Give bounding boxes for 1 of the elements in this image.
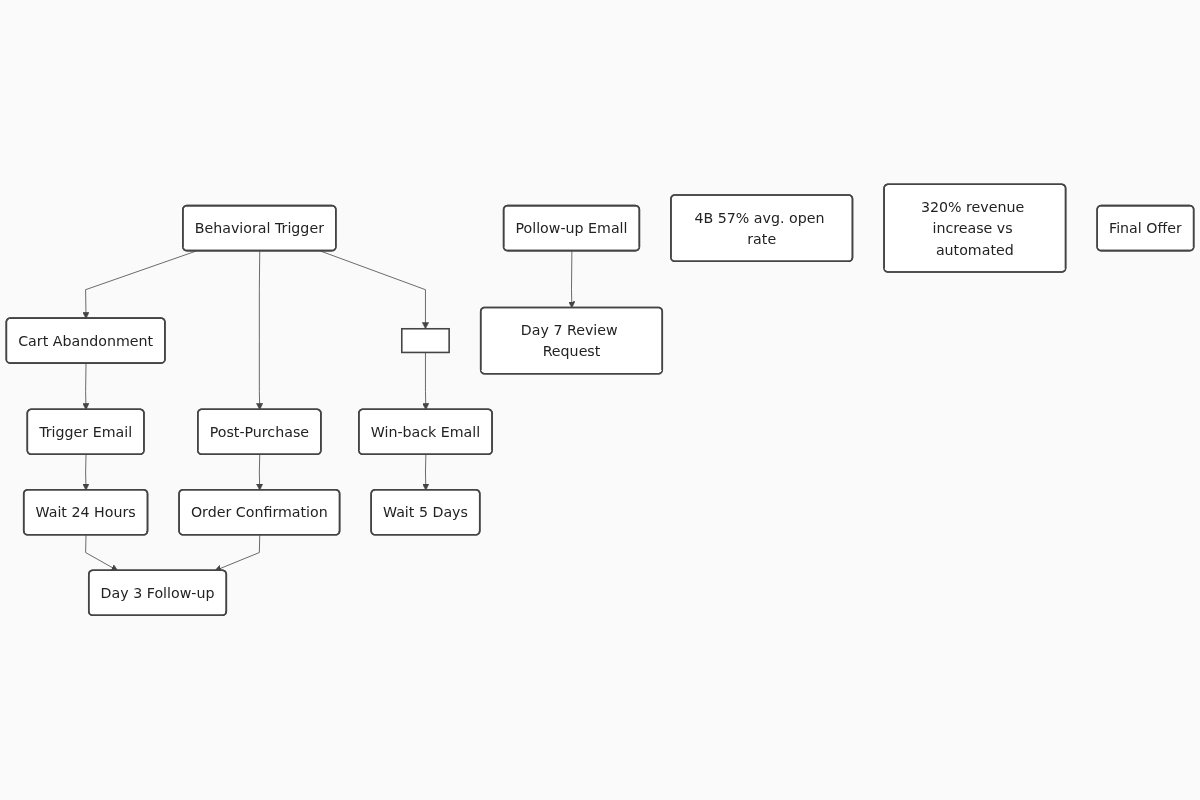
node-box bbox=[401, 328, 450, 354]
